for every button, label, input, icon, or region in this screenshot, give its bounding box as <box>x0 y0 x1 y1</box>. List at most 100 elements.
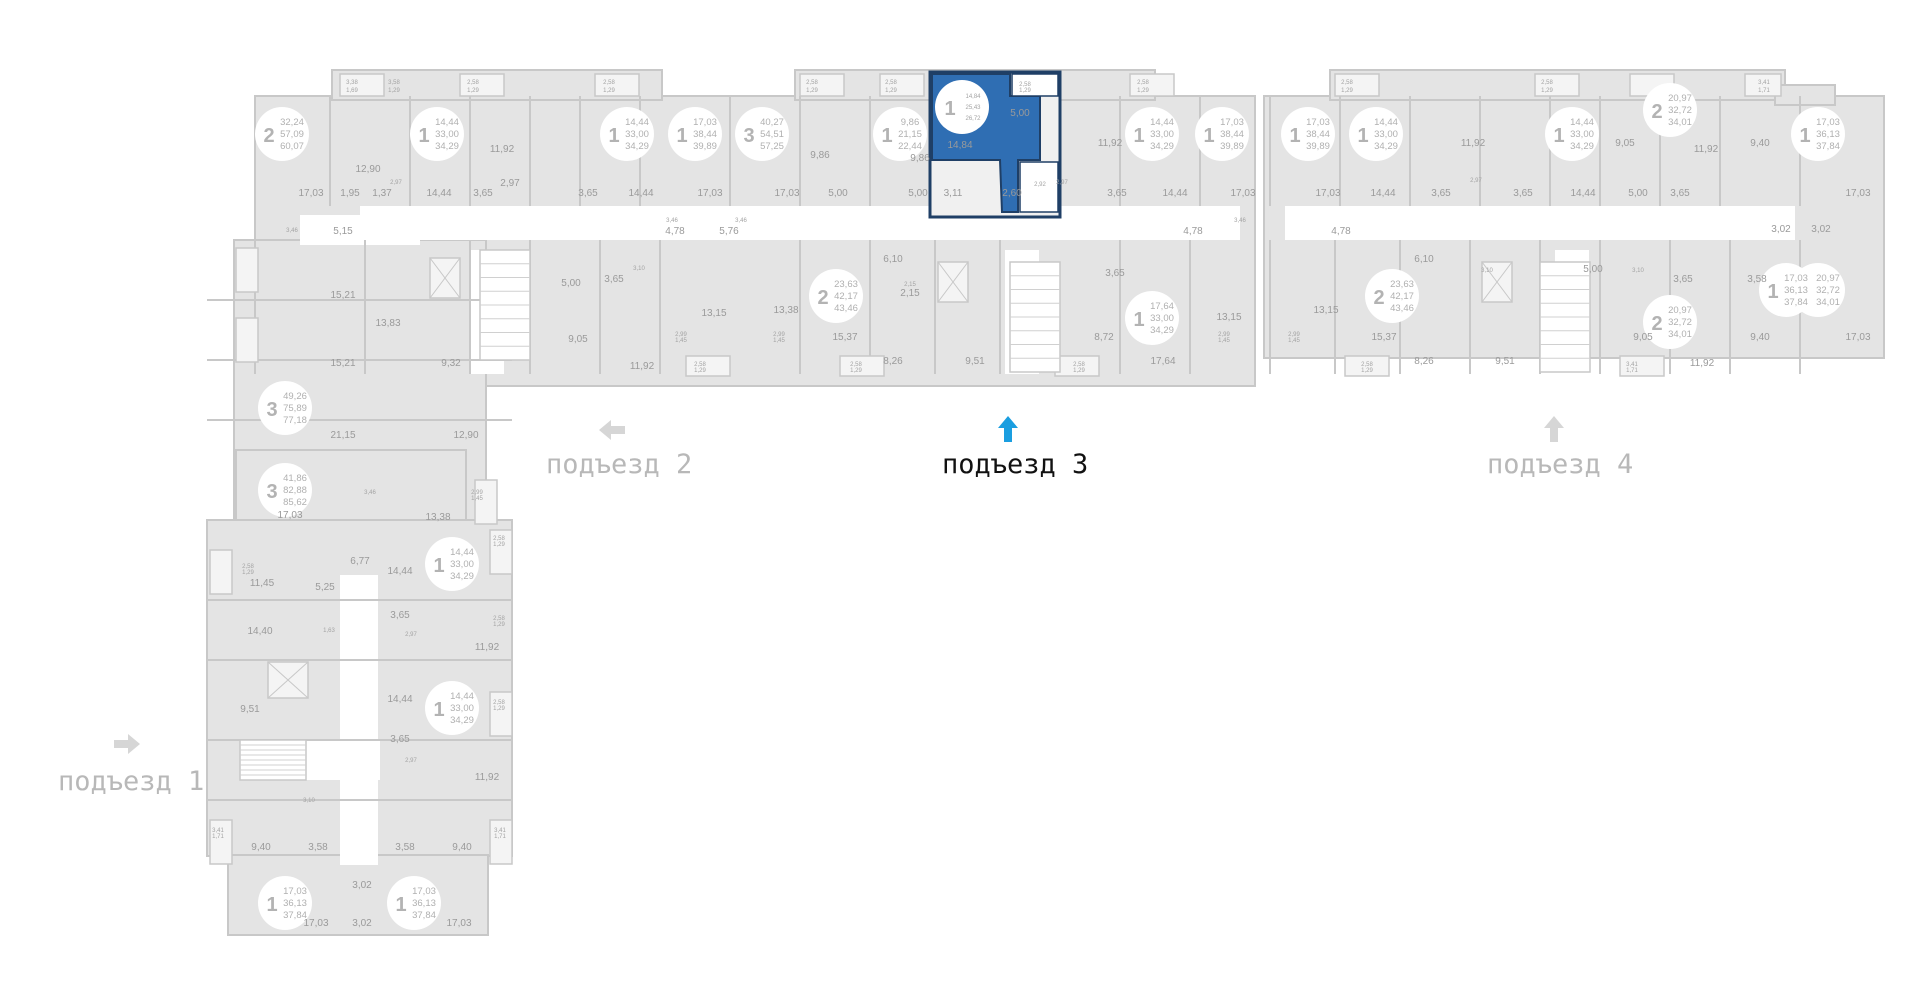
small-area-label: 2,58 <box>467 80 479 86</box>
room-area-label: 17,03 <box>1230 188 1255 199</box>
balcony <box>1129 73 1175 97</box>
room-area-label: 3,02 <box>1771 224 1791 235</box>
apartment-total-area: 38,44 <box>693 129 717 140</box>
entrance-label-3[interactable]: подъезд 3 <box>942 449 1088 480</box>
room-area-label: 21,15 <box>330 430 355 441</box>
apartment-badge <box>873 107 927 161</box>
apartment-total-area: 54,51 <box>760 129 784 140</box>
room-area-label: 17,64 <box>1150 356 1175 367</box>
small-area-label: 2,58 <box>242 564 254 570</box>
apartment-total-area: 32,72 <box>1668 317 1692 328</box>
room-area-label: 13,38 <box>425 512 450 523</box>
entrance-label-1[interactable]: подъезд 1 <box>58 766 204 797</box>
apartment-room-count: 1 <box>1203 125 1214 147</box>
room-area-label: 1,37 <box>372 188 392 199</box>
apartment-living-area: 17,03 <box>693 117 717 128</box>
room-area-label: 15,37 <box>832 332 857 343</box>
apartment-total-area: 38,44 <box>1306 129 1330 140</box>
apartment-badge <box>668 107 722 161</box>
small-area-label: 2,58 <box>1541 80 1553 86</box>
room-area-label: 9,86 <box>910 153 930 164</box>
apartment-total-area: 75,89 <box>283 403 307 414</box>
balcony <box>209 549 233 595</box>
room-area-label: 3,65 <box>1670 188 1690 199</box>
entrance-label-2[interactable]: подъезд 2 <box>546 449 692 480</box>
apartment-total-area: 36,13 <box>1816 129 1840 140</box>
small-area-label: 1,29 <box>850 368 862 374</box>
room-area-label: 17,03 <box>697 188 722 199</box>
room-area-label: 17,03 <box>303 918 328 929</box>
room-area-label: 14,44 <box>1162 188 1187 199</box>
elevator-cross <box>937 261 969 303</box>
balcony <box>685 355 731 377</box>
small-area-label: 2,97 <box>1470 178 1482 184</box>
small-area-label: 3,10 <box>1632 268 1644 274</box>
small-area-label: 2,97 <box>405 758 417 764</box>
balcony <box>1334 73 1380 97</box>
room-area-label: 3,65 <box>1107 188 1127 199</box>
small-area-label: 1,29 <box>242 570 254 576</box>
room-area-label: 9,05 <box>568 334 588 345</box>
balcony <box>209 819 233 865</box>
small-area-label: 1,29 <box>1541 88 1553 94</box>
apartment-total-area: 21,15 <box>898 129 922 140</box>
balcony <box>1344 355 1390 377</box>
apartment-living-area: 14,44 <box>1374 117 1398 128</box>
apartment-total-area: 36,13 <box>412 898 436 909</box>
room-area-label: 17,03 <box>298 188 323 199</box>
small-area-label: 2,58 <box>694 362 706 368</box>
corridor <box>1285 206 1795 240</box>
small-area-label: 2,58 <box>493 536 505 542</box>
apartment-badge <box>255 107 309 161</box>
small-area-label: 1,29 <box>1073 368 1085 374</box>
small-area-label: 3,46 <box>666 218 678 224</box>
apartment-room-count: 3 <box>266 399 277 421</box>
selected-balcony-reduced: 1,29 <box>1019 88 1031 94</box>
apartment-total-area: 33,00 <box>1150 129 1174 140</box>
balcony <box>1534 73 1580 97</box>
apartment-full-area: 34,01 <box>1668 117 1692 128</box>
small-area-label: 1,45 <box>675 338 687 344</box>
room-area-label: 11,92 <box>630 361 655 372</box>
apartment-total-area: 42,17 <box>1390 291 1414 302</box>
room-area-label: 15,37 <box>1371 332 1396 343</box>
apartment-living-area: 14,44 <box>450 691 474 702</box>
apartment-badge <box>809 269 863 323</box>
small-area-label: 2,97 <box>390 180 402 186</box>
apartment-full-area: 34,29 <box>1150 141 1174 152</box>
room-area-label: 17,03 <box>277 510 302 521</box>
room-area-label: 9,51 <box>965 356 985 367</box>
small-area-label: 2,99 <box>1218 332 1230 338</box>
apartment-living-area: 9,86 <box>901 117 920 128</box>
small-area-label: 2,15 <box>904 282 916 288</box>
small-area-label: 2,97 <box>1056 180 1068 186</box>
balcony <box>1619 355 1665 377</box>
room-area-label: 9,40 <box>1750 332 1770 343</box>
entrance-label-4[interactable]: подъезд 4 <box>1487 449 1633 480</box>
room-area-label: 8,26 <box>1414 356 1434 367</box>
room-area-label: 13,38 <box>773 305 798 316</box>
apartment-living-area: 17,03 <box>1306 117 1330 128</box>
room-area-label: 3,65 <box>1513 188 1533 199</box>
room-area-label: 5,25 <box>315 582 335 593</box>
apartment-badge <box>258 876 312 930</box>
apartment-living-area: 14,44 <box>1150 117 1174 128</box>
room-area-label: 2,97 <box>500 178 520 189</box>
room-area-label: 17,03 <box>1845 188 1870 199</box>
apartment-badge <box>1365 269 1419 323</box>
small-area-label: 3,10 <box>1481 268 1493 274</box>
room-area-label: 9,51 <box>240 704 260 715</box>
small-area-label: 2,58 <box>493 700 505 706</box>
apartment-total-area: 57,09 <box>280 129 304 140</box>
apartment-full-area: 34,29 <box>450 571 474 582</box>
apartment-living-area: 41,86 <box>283 473 307 484</box>
small-area-label: 3,10 <box>633 266 645 272</box>
small-area-label: 2,58 <box>603 80 615 86</box>
apartment-full-area: 43,46 <box>834 303 858 314</box>
apartment-room-count: 1 <box>881 125 892 147</box>
balcony <box>879 73 925 97</box>
room-area-label: 17,03 <box>774 188 799 199</box>
room-area-label: 6,10 <box>1414 254 1434 265</box>
room-area-label: 14,44 <box>426 188 451 199</box>
room-area-label: 11,92 <box>1690 358 1715 369</box>
